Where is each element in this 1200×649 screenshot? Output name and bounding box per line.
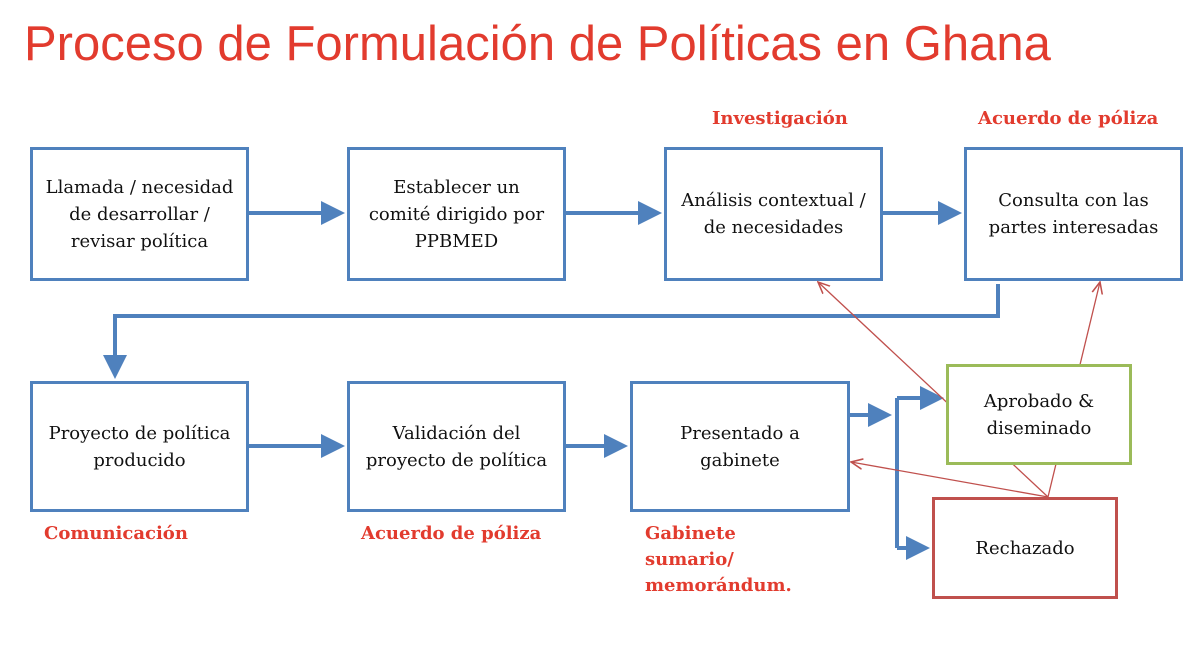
note-gabinete-line-3: memorándum. <box>645 575 792 596</box>
note-gabinete-line-2: sumario/ <box>645 549 734 570</box>
box-analisis-label: Análisis contextual / de necesidades <box>681 190 866 238</box>
arrow-consulta-to-proyecto <box>103 284 1000 379</box>
box-llamada-label: Llamada / necesidad de desarrollar / rev… <box>45 176 234 252</box>
box-presentado-label: Presentado a gabinete <box>680 422 800 471</box>
box-rechazado: Rechazado <box>932 497 1118 599</box>
note-gabinete: Gabinete sumario/ memorándum. <box>645 521 792 599</box>
box-comite-label: Establecer un comité dirigido por PPBMED <box>368 176 545 252</box>
note-gabinete-line-1: Gabinete <box>645 523 736 544</box>
box-aprobado: Aprobado & diseminado <box>946 364 1132 465</box>
box-presentado: Presentado a gabinete <box>630 381 850 512</box>
box-aprobado-label: Aprobado & diseminado <box>983 390 1095 439</box>
box-llamada: Llamada / necesidad de desarrollar / rev… <box>30 147 249 281</box>
note-acuerdo-top: Acuerdo de póliza <box>978 108 1159 129</box>
box-analisis: Análisis contextual / de necesidades <box>664 147 883 281</box>
box-validacion: Validación del proyecto de política <box>347 381 566 512</box>
box-comite: Establecer un comité dirigido por PPBMED <box>347 147 566 281</box>
note-acuerdo-bottom: Acuerdo de póliza <box>361 523 542 544</box>
box-consulta: Consulta con las partes interesadas <box>964 147 1183 281</box>
note-comunicacion: Comunicación <box>44 523 188 544</box>
box-validacion-label: Validación del proyecto de política <box>365 422 548 471</box>
note-investigacion: Investigación <box>712 108 848 129</box>
feedback-to-presentado <box>851 462 1049 498</box>
box-proyecto: Proyecto de política producido <box>30 381 249 512</box>
page-title: Proceso de Formulación de Políticas en G… <box>24 17 1051 71</box>
box-consulta-label: Consulta con las partes interesadas <box>988 190 1159 238</box>
box-proyecto-label: Proyecto de política producido <box>48 422 231 471</box>
box-rechazado-label: Rechazado <box>975 537 1075 559</box>
